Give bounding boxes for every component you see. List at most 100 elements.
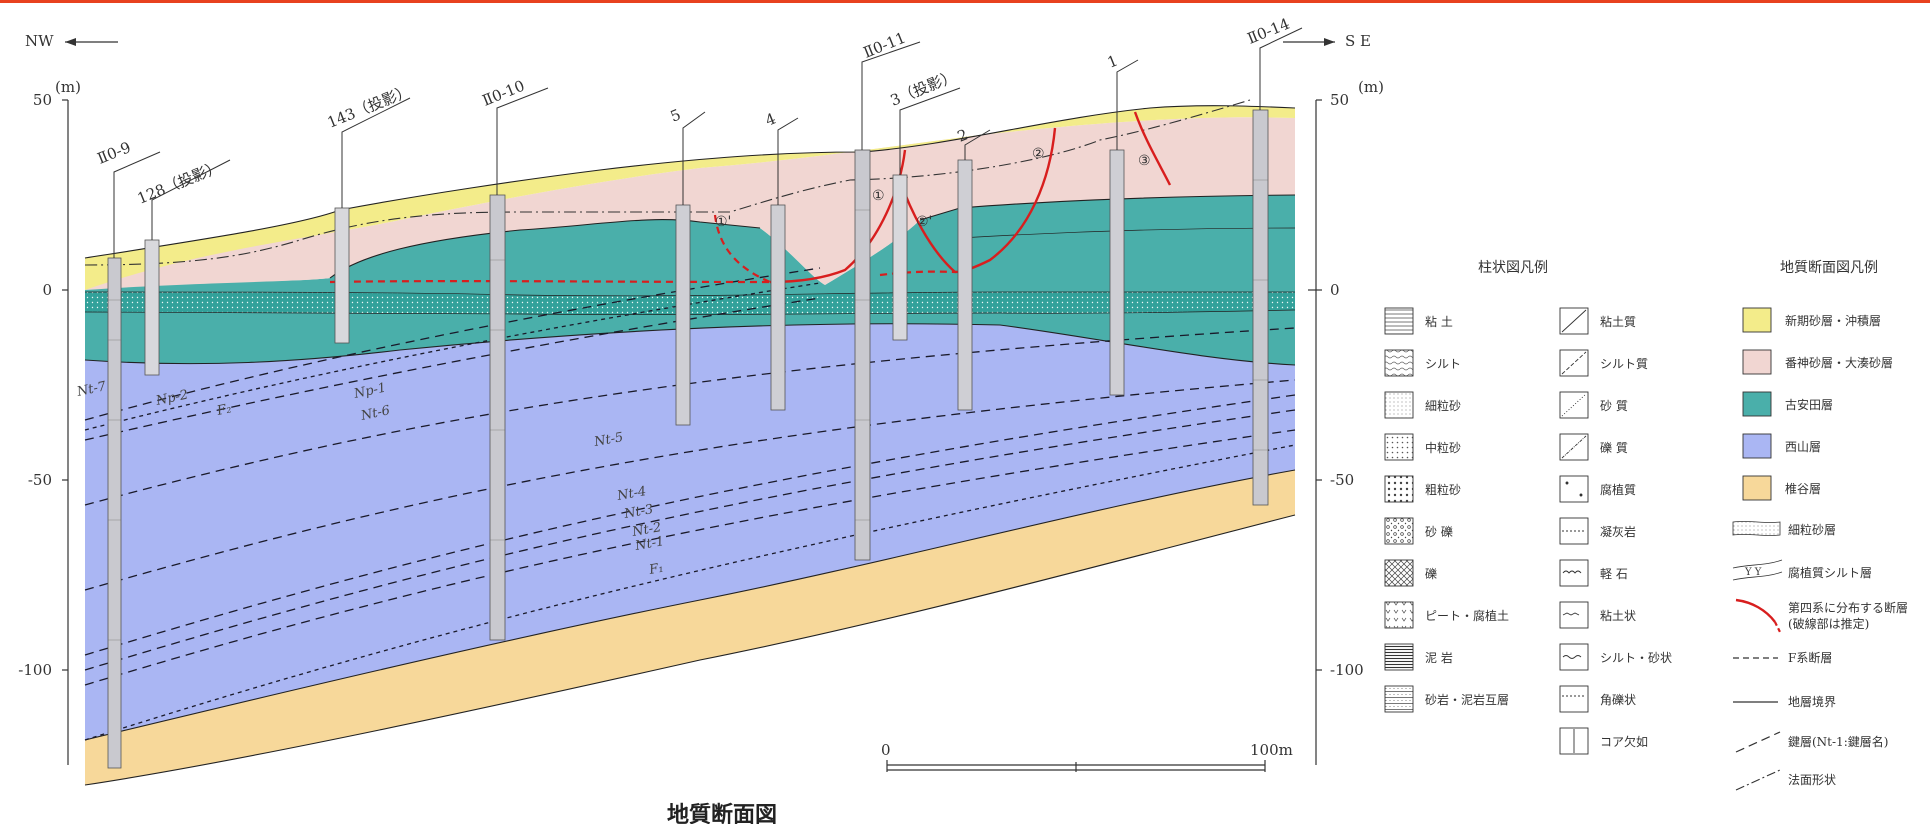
- legend-item-alternation: 砂岩・泥岩互層: [1425, 692, 1509, 707]
- fault-inferred-base: [329, 280, 771, 284]
- borehole-label-128: 128（投影）: [135, 158, 224, 208]
- legend-symbol-boundary: 地層境界: [1788, 694, 1836, 709]
- legend-symbol-fine-sand: 細粒砂層: [1788, 522, 1836, 537]
- borehole-label-II0-9: Ⅱ0-9: [95, 138, 134, 168]
- boreholes: [107, 109, 1269, 769]
- keybed-nt4: Nt-4: [615, 484, 647, 504]
- legend-item-clayey: 粘土質: [1600, 314, 1636, 329]
- legend-layer-koyasuda: 古安田層: [1785, 397, 1833, 412]
- borehole-5: [675, 204, 691, 426]
- fault-1p-inferred: [713, 214, 771, 284]
- legend-item-clay: 粘 土: [1425, 314, 1453, 329]
- keybed-np1: Np-1: [352, 381, 388, 403]
- layer-banjin: [85, 117, 1295, 290]
- borehole-label-II0-14: Ⅱ0-14: [1245, 15, 1292, 48]
- tick-left-m50: -50: [28, 471, 52, 489]
- symbol-slope: [1735, 769, 1781, 791]
- legend-item-gravelly: 礫 質: [1600, 440, 1628, 455]
- keybed-nt1: Nt-1: [633, 534, 665, 554]
- axes: [62, 99, 1322, 765]
- borehole-4: [770, 204, 786, 411]
- legend-symbol-fault: 第四系に分布する断層: [1788, 600, 1908, 615]
- borehole-II0-14: [1252, 109, 1269, 506]
- tick-right-50: 50: [1330, 91, 1349, 109]
- fault-3: [1133, 111, 1172, 186]
- legend-section: 地質断面図凡例 新期砂層・沖積層 番神砂層・大湊砂層 古安田層 西山層 椎谷層 …: [1732, 260, 1908, 791]
- fault-label-2: ②: [1032, 146, 1045, 162]
- symbol-key-bed: [1735, 731, 1781, 753]
- direction-indicator: NW S E: [25, 32, 1371, 50]
- legend-symbol-key-bed: 鍵層(Nt-1:鍵層名): [1788, 734, 1888, 749]
- tick-right-m50: -50: [1330, 471, 1354, 489]
- legend-symbol-f-fault: F系断層: [1788, 650, 1832, 665]
- borehole-stripes: [108, 179, 1268, 641]
- legend-layer-nishiyama: 西山層: [1785, 440, 1821, 454]
- legend-symbol-humic-silt: 腐植質シルト層: [1788, 565, 1872, 580]
- legend-symbol-slope: 法面形状: [1788, 773, 1836, 787]
- legend-item-fine-sand: 細粒砂: [1425, 398, 1461, 413]
- tick-left-0: 0: [42, 281, 52, 299]
- legend-item-sandy: 砂 質: [1600, 398, 1628, 413]
- tick-right-m100: -100: [1330, 661, 1364, 679]
- borehole-2: [957, 159, 973, 411]
- layer-shiiya: [85, 470, 1295, 785]
- fault-label-2p: ②': [916, 214, 932, 230]
- keybed-np2: Np-2: [154, 388, 190, 410]
- legend-layer-banjin: 番神砂層・大湊砂層: [1785, 356, 1893, 370]
- direction-nw: NW: [25, 32, 54, 50]
- layer-nishiyama: [85, 323, 1295, 740]
- legend-item-core-loss: コア欠如: [1600, 734, 1648, 749]
- legend-item-silt: シルト: [1425, 357, 1461, 371]
- symbol-fine-sand-band: [1732, 521, 1781, 536]
- borehole-128: [144, 239, 160, 376]
- direction-se: S E: [1345, 32, 1371, 50]
- svg-text:Y Y: Y Y: [1744, 567, 1762, 578]
- fault-inferred-base2: [879, 270, 956, 277]
- borehole-143: [334, 207, 350, 344]
- symbol-humic-silt: [1732, 559, 1783, 581]
- legend-column-heading: 柱状図凡例: [1478, 260, 1548, 276]
- swatch-koyasuda: [1742, 391, 1772, 417]
- legend-item-pumice: 軽 石: [1600, 567, 1628, 581]
- tick-right-0: 0: [1330, 281, 1340, 299]
- fault-label-3: ③: [1138, 153, 1151, 169]
- borehole-1: [1109, 149, 1125, 396]
- swatch-shiiya: [1742, 475, 1772, 501]
- legend-item-tuff: 凝灰岩: [1600, 524, 1636, 539]
- keybed-nt5: Nt-5: [592, 430, 624, 450]
- top-accent-bar: [0, 0, 1930, 3]
- borehole-label-4: 4: [763, 109, 779, 129]
- legend-item-sandy-gravel: 砂 礫: [1425, 524, 1453, 539]
- fault-label-1: ①: [872, 188, 885, 204]
- legend-item-peat: ピート・腐植土: [1425, 608, 1509, 623]
- tick-left-50: 50: [33, 91, 52, 109]
- legend-item-clay-like: 粘土状: [1600, 608, 1636, 623]
- legend-item-humic: 腐植質: [1600, 482, 1636, 497]
- legend-layer-shiiya: 椎谷層: [1785, 481, 1821, 496]
- borehole-3: [892, 174, 908, 341]
- scale-end: 100m: [1250, 741, 1293, 759]
- keybed-nt2: Nt-2: [630, 520, 662, 540]
- symbol-quaternary-fault: [1735, 598, 1776, 623]
- legend-item-silty: シルト質: [1600, 356, 1648, 371]
- legend-layer-shinki: 新期砂層・沖積層: [1785, 313, 1881, 328]
- swatch-banjin: [1742, 349, 1772, 375]
- borehole-II0-9: [107, 257, 122, 769]
- borehole-label-1: 1: [1105, 51, 1121, 71]
- figure-title: 地質断面図: [667, 802, 777, 824]
- keybed-nt7: Nt-7: [75, 379, 108, 400]
- borehole-label-143: 143（投影）: [325, 82, 414, 132]
- tick-left-m100: -100: [18, 661, 52, 679]
- axis-unit-right: (m): [1358, 78, 1384, 96]
- legend-item-gravel: 礫: [1425, 566, 1437, 581]
- fault-label-1p: ①': [715, 214, 731, 230]
- scale-bar: 0 100m: [881, 741, 1293, 772]
- borehole-label-II0-11: Ⅱ0-11: [861, 29, 908, 62]
- scale-start: 0: [881, 741, 891, 759]
- legend-item-medium-sand: 中粒砂: [1425, 440, 1461, 455]
- legend-item-silt-sand-like: シルト・砂状: [1600, 651, 1672, 665]
- axis-unit-left: (m): [55, 78, 81, 96]
- borehole-label-II0-10: Ⅱ0-10: [480, 77, 527, 110]
